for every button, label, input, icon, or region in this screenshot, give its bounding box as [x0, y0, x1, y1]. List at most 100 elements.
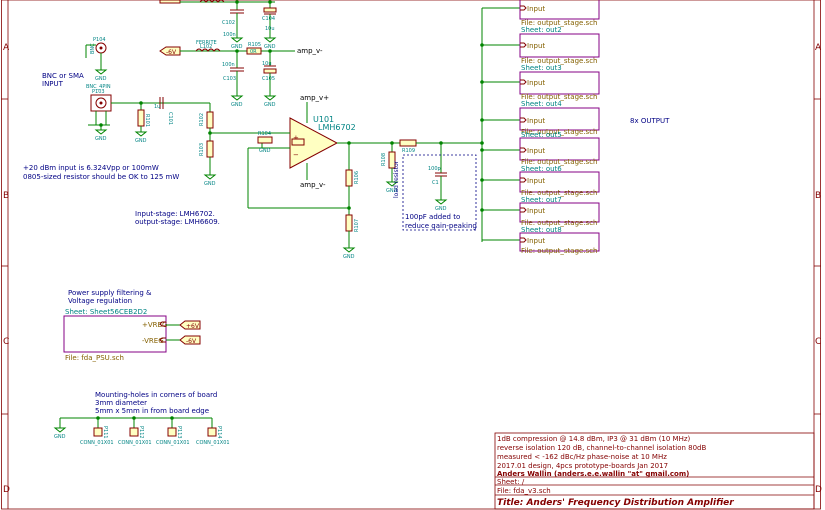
output-sheet-6-file: File: output_stage.sch [521, 189, 597, 197]
r108-ref: R108 [381, 153, 387, 166]
output-sheet-6[interactable]: Sheet: out6 Input File: output_stage.sch [519, 165, 600, 197]
gnd-c104: GND [264, 44, 276, 50]
output-sheet-6-name: Sheet: out6 [521, 165, 562, 173]
negative-supply-filter: -6V FERRITE L102 R105 0R 100n C103 10u C… [159, 40, 323, 108]
l102-value: FERRITE [196, 40, 217, 46]
output-sheet-4-file: File: output_stage.sch [521, 128, 597, 136]
positive-supply-filter: C102 100n C104 10u GND GND [159, 0, 277, 50]
p112-value: CONN_01X01 [118, 440, 152, 446]
title-comment-2: reverse isolation 120 dB, channel-to-cha… [497, 444, 706, 452]
output-sheet-4[interactable]: Sheet: out4 Input File: output_stage.sch [519, 100, 600, 136]
mount-note-3: 5mm x 5mm in from board edge [95, 407, 209, 415]
gnd-p103: GND [95, 136, 107, 142]
p111-ref: P111 [102, 426, 108, 439]
title-comment-4: 2017.01 design, 4pcs prototype-boards Ja… [497, 462, 668, 470]
output-bus [480, 7, 520, 242]
c104-value: 10u [265, 26, 275, 32]
output-sheet-7[interactable]: Sheet: out7 Input File: output_stage.sch [519, 196, 600, 227]
output-sheet-5[interactable]: Sheet: out5 Input File: output_stage.sch [519, 131, 600, 166]
gnd-c105: GND [264, 102, 276, 108]
row-a-left: A [3, 43, 10, 53]
gnd-r108: GND [386, 188, 398, 194]
c105-ref: C105 [262, 76, 275, 82]
output-sheet-5-file: File: output_stage.sch [521, 158, 597, 166]
psu-port-pos: +6V [186, 323, 200, 330]
svg-text:+: + [293, 134, 299, 142]
psu-sheet[interactable]: Sheet: Sheet56CEB2D2 +VREG -VREG File: f… [63, 308, 201, 362]
output-sheet-4-name: Sheet: out4 [521, 100, 562, 108]
output-sheet-2[interactable]: Sheet: out2 Input File: output_stage.sch [519, 26, 600, 65]
output-network: R106 R107 GND R108 GND load resistor R10… [342, 139, 482, 260]
output-sheet-5-name: Sheet: out5 [521, 131, 562, 139]
output-sheet-2-name: Sheet: out2 [521, 26, 562, 34]
p103-value: BNC_4PIN [86, 84, 111, 90]
gnd-p104: GND [95, 76, 107, 82]
c103-value: 100n [222, 62, 235, 68]
supply-neg-label: -6V [166, 49, 177, 56]
title-sheet: Sheet: / [497, 478, 525, 486]
gnd-r107: GND [343, 254, 355, 260]
svg-text:−: − [293, 151, 299, 159]
r105-value: 0R [250, 49, 257, 55]
psu-pin-pos: +VREG [142, 321, 167, 329]
output-sheet-8[interactable]: Sheet: out8 Input File: output_stage.sch [519, 226, 600, 255]
row-b-left: B [3, 191, 9, 201]
net-amp-v-neg-top: amp_v- [297, 47, 323, 55]
cap-note-1: 100pF added to [405, 213, 460, 221]
output-sheet-2-pin: Input [527, 42, 545, 50]
psu-port-neg: -6V [186, 338, 197, 345]
output-sheet-8-pin: Input [527, 237, 545, 245]
c102-value: 100n [223, 32, 236, 38]
input-connectors: P104 BNC GND BNC or SMA INPUT BNC_4PIN P… [42, 37, 112, 142]
r106-ref: R106 [354, 171, 360, 184]
mount-note-1: Mounting-holes in corners of board [95, 391, 217, 399]
cap-note-box [402, 154, 477, 231]
gnd-c1: GND [435, 206, 447, 212]
cap-note-2: reduce gain-peaking [405, 222, 477, 230]
output-sheet-5-pin: Input [527, 147, 545, 155]
output-sheet-4-pin: Input [527, 117, 545, 125]
stage-note-2: output-stage: LMH6609. [135, 218, 220, 226]
output-sheet-7-file: File: output_stage.sch [521, 219, 597, 227]
title-comment-3: measured < -162 dBc/Hz phase-noise at 10… [497, 453, 667, 461]
psu-sheet-file: File: fda_PSU.sch [65, 354, 124, 362]
psu-title-1: Power supply filtering & [68, 289, 152, 297]
r109-ref: R109 [402, 148, 415, 154]
title-comment-1: 1dB compression @ 14.8 dBm, IP3 @ 31 dBm… [497, 435, 691, 443]
p113-ref: P113 [176, 426, 182, 439]
p111-value: CONN_01X01 [80, 440, 114, 446]
input-network: 1u C101 R101 GND R102 R103 GND R104 GND [111, 97, 349, 209]
r101-ref: R101 [144, 114, 150, 127]
r107-ref: R107 [354, 219, 360, 232]
p103-ref: P103 [92, 89, 105, 95]
row-d-right: D [815, 485, 822, 495]
output-sheet-3-file: File: output_stage.sch [521, 93, 597, 101]
mounting-holes: GND P111 P112 P113 P114 CONN_01X01 CONN_… [53, 416, 230, 446]
c102-ref: C102 [222, 20, 235, 26]
row-c-left: C [3, 337, 9, 347]
c101-ref: C101 [167, 112, 173, 125]
r103-ref: R103 [199, 143, 205, 156]
output-sheet-1-pin: Input [527, 5, 545, 13]
mount-note-2: 3mm diameter [95, 399, 147, 407]
p114-ref: P114 [216, 426, 222, 439]
output-sheet-1[interactable]: Input File: output_stage.sch [519, 0, 600, 27]
u101-value: LMH6702 [318, 123, 356, 132]
p104-ref: P104 [93, 37, 106, 43]
output-sheet-7-pin: Input [527, 207, 545, 215]
title-company: Anders Wallin (anders.e.e.wallin "at" gm… [497, 470, 689, 478]
gnd-r101: GND [135, 138, 147, 144]
output-sheet-3[interactable]: Sheet: out3 Input File: output_stage.sch [519, 64, 600, 101]
supply-pos-flag [159, 0, 181, 4]
power-note-1: +20 dBm input is 6.324Vpp or 100mW [23, 164, 159, 172]
row-d-left: D [3, 485, 10, 495]
stage-note-1: Input-stage: LMH6702. [135, 210, 215, 218]
c104-ref: C104 [262, 16, 275, 22]
p114-value: CONN_01X01 [196, 440, 230, 446]
c105-value: 10u [262, 61, 272, 67]
output-note: 8x OUTPUT [630, 117, 670, 125]
row-c-right: C [815, 337, 821, 347]
p113-value: CONN_01X01 [156, 440, 190, 446]
gnd-c102: GND [231, 44, 243, 50]
